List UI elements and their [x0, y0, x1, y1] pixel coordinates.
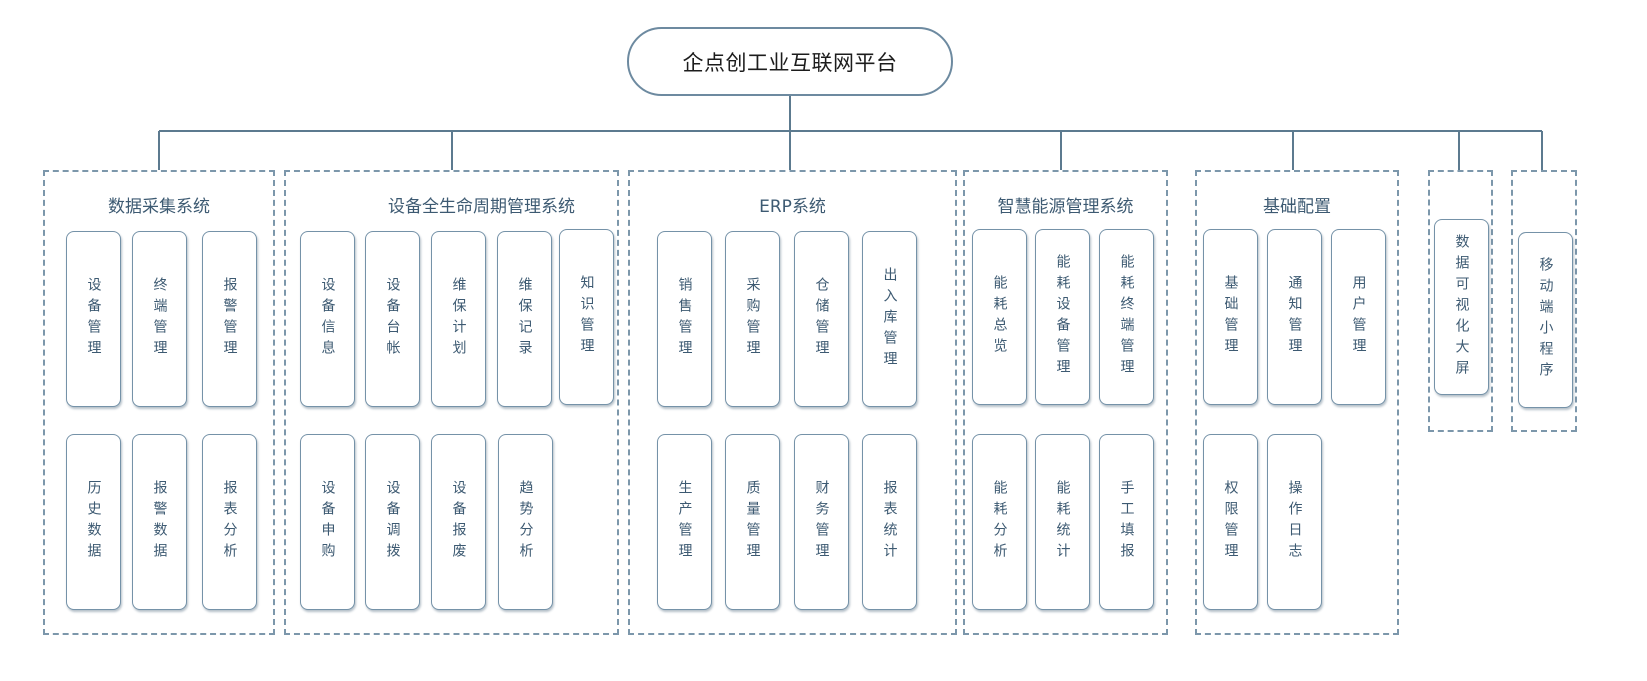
module-box: 能耗统计 — [1035, 434, 1090, 610]
module-box: 能耗终端管理 — [1099, 229, 1154, 405]
module-box: 设备台帐 — [365, 231, 420, 407]
module-label: 生产管理 — [676, 480, 693, 564]
module-box: 知识管理 — [559, 229, 614, 405]
module-box: 报警管理 — [202, 231, 257, 407]
root-node: 企点创工业互联网平台 — [627, 27, 953, 96]
group-erp: ERP系统 销售管理 采购管理 仓储管理 出入库管理 生产管理 质量管理 财务管… — [628, 170, 957, 635]
module-box: 财务管理 — [794, 434, 849, 610]
module-label: 通知管理 — [1286, 275, 1303, 359]
group-basic-config: 基础配置 基础管理 通知管理 用户管理 权限管理 操作日志 — [1195, 170, 1399, 635]
group-energy: 智慧能源管理系统 能耗总览 能耗设备管理 能耗终端管理 能耗分析 能耗统计 手工… — [963, 170, 1168, 635]
module-label: 维保计划 — [450, 277, 467, 361]
module-label: 设备申购 — [319, 480, 336, 564]
group-mini-program: 移动端小程序 — [1511, 170, 1577, 432]
module-box: 设备报废 — [431, 434, 486, 610]
module-box: 报警数据 — [132, 434, 187, 610]
module-label: 能耗设备管理 — [1054, 254, 1071, 380]
module-label: 报警管理 — [221, 277, 238, 361]
module-label: 仓储管理 — [813, 277, 830, 361]
module-box: 能耗设备管理 — [1035, 229, 1090, 405]
module-label: 维保记录 — [516, 277, 533, 361]
module-box: 手工填报 — [1099, 434, 1154, 610]
module-box: 能耗分析 — [972, 434, 1027, 610]
module-label: 设备信息 — [319, 277, 336, 361]
module-box: 终端管理 — [132, 231, 187, 407]
module-label: 设备报废 — [450, 480, 467, 564]
module-box: 能耗总览 — [972, 229, 1027, 405]
module-box: 趋势分析 — [498, 434, 553, 610]
module-box: 质量管理 — [725, 434, 780, 610]
module-label: 报表分析 — [221, 480, 238, 564]
group-title: 数据采集系统 — [108, 197, 210, 217]
module-box: 报表分析 — [202, 434, 257, 610]
module-box: 用户管理 — [1331, 229, 1386, 405]
module-box: 报表统计 — [862, 434, 917, 610]
module-box: 出入库管理 — [862, 231, 917, 407]
module-box: 数据可视化大屏 — [1434, 219, 1489, 395]
group-title: ERP系统 — [759, 197, 826, 217]
module-box: 通知管理 — [1267, 229, 1322, 405]
module-box: 设备信息 — [300, 231, 355, 407]
module-label: 终端管理 — [151, 277, 168, 361]
group-big-screen: 数据可视化大屏 — [1428, 170, 1493, 432]
root-title: 企点创工业互联网平台 — [682, 50, 898, 75]
module-label: 报表统计 — [881, 480, 898, 564]
module-label: 操作日志 — [1286, 480, 1303, 564]
module-label: 能耗分析 — [991, 480, 1008, 564]
module-label: 历史数据 — [85, 480, 102, 564]
module-label: 知识管理 — [578, 275, 595, 359]
module-label: 用户管理 — [1350, 275, 1367, 359]
group-device-lifecycle: 设备全生命周期管理系统 设备信息 设备台帐 维保计划 维保记录 知识管理 设备申… — [284, 170, 619, 635]
module-box: 设备调拨 — [365, 434, 420, 610]
module-box: 权限管理 — [1203, 434, 1258, 610]
module-box: 设备申购 — [300, 434, 355, 610]
module-label: 权限管理 — [1222, 480, 1239, 564]
module-box: 采购管理 — [725, 231, 780, 407]
module-box: 生产管理 — [657, 434, 712, 610]
module-box: 设备管理 — [66, 231, 121, 407]
group-data-collection: 数据采集系统 设备管理 终端管理 报警管理 历史数据 报警数据 报表分析 — [43, 170, 275, 635]
group-title: 设备全生命周期管理系统 — [388, 197, 575, 217]
module-box: 历史数据 — [66, 434, 121, 610]
module-label: 能耗统计 — [1054, 480, 1071, 564]
module-label: 质量管理 — [744, 480, 761, 564]
module-box: 操作日志 — [1267, 434, 1322, 610]
group-title: 智慧能源管理系统 — [997, 197, 1134, 217]
module-label: 手工填报 — [1118, 480, 1135, 564]
group-title: 基础配置 — [1263, 197, 1331, 217]
module-box: 移动端小程序 — [1518, 232, 1573, 408]
module-label: 基础管理 — [1222, 275, 1239, 359]
module-label: 报警数据 — [151, 480, 168, 564]
module-label: 财务管理 — [813, 480, 830, 564]
module-box: 基础管理 — [1203, 229, 1258, 405]
module-label: 能耗终端管理 — [1118, 254, 1135, 380]
module-box: 维保记录 — [497, 231, 552, 407]
module-label: 出入库管理 — [881, 266, 898, 372]
module-label: 移动端小程序 — [1537, 257, 1554, 383]
module-label: 销售管理 — [676, 277, 693, 361]
module-box: 仓储管理 — [794, 231, 849, 407]
module-label: 设备台帐 — [384, 277, 401, 361]
module-box: 销售管理 — [657, 231, 712, 407]
module-label: 设备调拨 — [384, 480, 401, 564]
module-label: 数据可视化大屏 — [1453, 233, 1470, 381]
module-label: 趋势分析 — [517, 480, 534, 564]
module-box: 维保计划 — [431, 231, 486, 407]
module-label: 能耗总览 — [991, 275, 1008, 359]
module-label: 设备管理 — [85, 277, 102, 361]
module-label: 采购管理 — [744, 277, 761, 361]
